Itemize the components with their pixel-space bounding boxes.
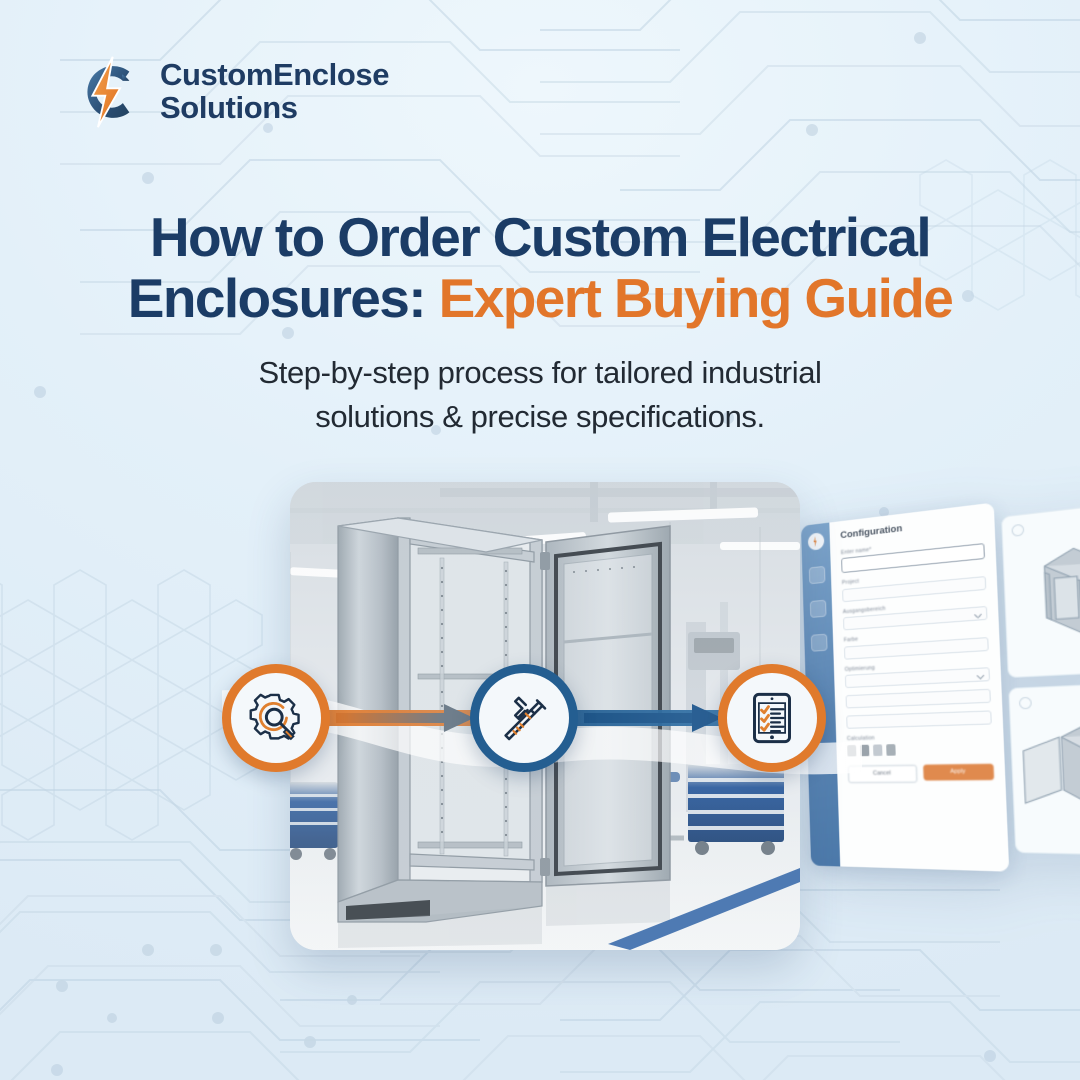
headline-line-2-accent: Expert Buying Guide: [438, 267, 954, 330]
enclosure-workshop-photo: [290, 482, 800, 950]
brand-name: CustomEnclose Solutions: [160, 57, 390, 125]
brand-name-line1: CustomEnclose: [160, 57, 390, 93]
process-step-1[interactable]: [222, 664, 330, 772]
form-field-optimierung: Optimierung: [845, 658, 991, 689]
color-swatch[interactable]: [873, 744, 883, 756]
process-step-3[interactable]: [718, 664, 826, 772]
headline-line-2-plain: Enclosures:: [127, 267, 427, 330]
arrow-step-1-to-2: [336, 704, 474, 732]
page-subtitle: Step-by-step process for tailored indust…: [0, 351, 1080, 439]
form-field-ausgangsbereich: Ausgangsbereich: [843, 597, 988, 631]
nav-icon-2[interactable]: [809, 599, 827, 618]
page-title: How to Order Custom Electrical Enclosure…: [0, 205, 1080, 330]
brand-name-line2: Solutions: [160, 90, 298, 125]
preview-card-list: [1000, 502, 1080, 867]
extra-input-1[interactable]: [845, 688, 991, 709]
gear-magnifier-icon: [249, 693, 300, 741]
tablet-checklist-icon: [753, 692, 791, 744]
submit-button[interactable]: Apply: [922, 763, 995, 781]
c-lightning-bolt-logo-icon: [87, 56, 130, 128]
subtitle-line-2: solutions & precise specifications.: [315, 399, 765, 435]
color-swatch-group[interactable]: [847, 742, 993, 757]
process-step-2[interactable]: [470, 664, 578, 772]
extra-input-2[interactable]: [846, 710, 992, 729]
enclosure-preview-small[interactable]: [1000, 502, 1080, 679]
form-field-farbe: Farbe: [844, 628, 989, 660]
arrow-step-2-to-3: [584, 704, 722, 732]
swatch-group-label: Calculation: [846, 735, 875, 743]
process-flow: [222, 640, 862, 810]
headline-line-1: How to Order Custom Electrical: [149, 205, 932, 268]
brand-logo[interactable]: CustomEnclose Solutions: [72, 55, 389, 129]
nav-icon-1[interactable]: [808, 565, 825, 585]
form-field-name: Enter name*: [841, 535, 986, 574]
form-field-extra-2: [846, 710, 992, 729]
isometric-enclosure-with-shelves-icon: [1009, 684, 1080, 852]
hero-photo: [290, 482, 800, 950]
color-swatch[interactable]: [886, 744, 896, 756]
form-field-extra-1: [845, 688, 991, 709]
form-field-project: Project: [842, 567, 987, 603]
enclosure-preview-shelves[interactable]: [1008, 682, 1080, 856]
caliper-icon: [504, 696, 547, 741]
configurator-actions: Cancel Apply: [847, 763, 995, 784]
app-logo-icon: [807, 532, 824, 551]
subtitle-line-1: Step-by-step process for tailored indust…: [258, 355, 822, 390]
